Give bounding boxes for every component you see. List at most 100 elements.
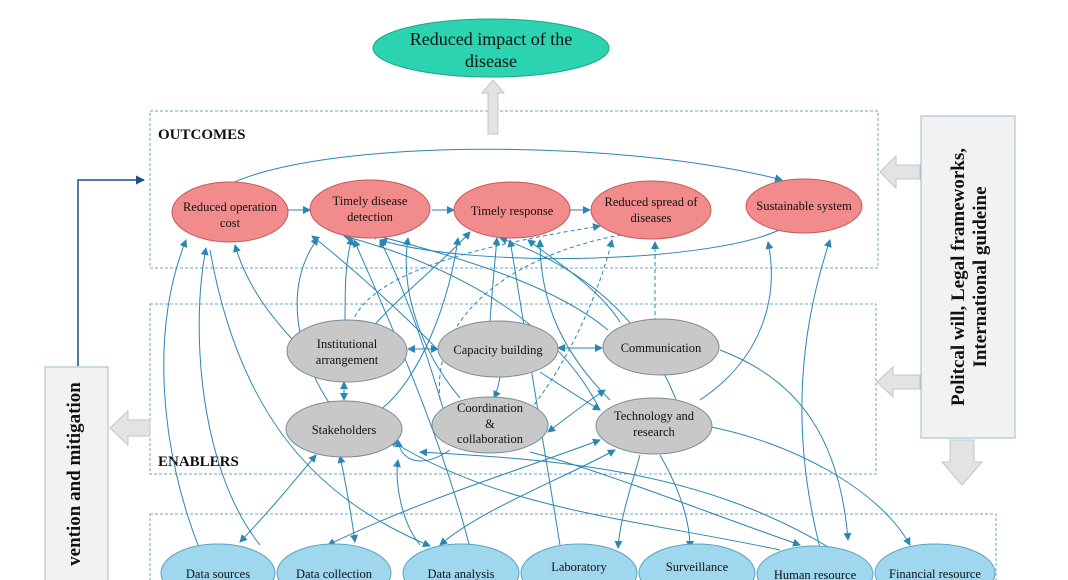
svg-text:Financial resource: Financial resource bbox=[889, 567, 981, 580]
svg-text:Data analysis: Data analysis bbox=[428, 567, 495, 580]
svg-text:research: research bbox=[633, 425, 675, 439]
edge bbox=[493, 376, 501, 399]
edge bbox=[389, 439, 781, 551]
edge bbox=[489, 237, 501, 323]
edge bbox=[233, 244, 294, 341]
outcome-sustainable: Sustainable system bbox=[745, 178, 863, 234]
svg-text:Timely response: Timely response bbox=[471, 204, 554, 218]
resource-surveillance: Surveillance bbox=[638, 543, 756, 580]
edge bbox=[239, 454, 317, 543]
svg-text:Capacity building: Capacity building bbox=[453, 343, 543, 357]
edge bbox=[507, 239, 561, 546]
outcome-reduced-cost: Reduced operation cost bbox=[171, 181, 289, 243]
outcomes-frame bbox=[149, 110, 879, 269]
edge bbox=[198, 247, 261, 546]
svg-text:detection: detection bbox=[347, 210, 394, 224]
edge bbox=[719, 349, 852, 541]
enabler-coordination: Coordination & collaboration bbox=[431, 396, 549, 454]
edge bbox=[539, 371, 601, 411]
edge bbox=[369, 231, 471, 331]
resource-laboratory: Laboratory bbox=[520, 543, 638, 580]
enabler-stakeholders: Stakeholders bbox=[285, 400, 403, 458]
svg-text:vention and mitigation: vention and mitigation bbox=[64, 382, 85, 566]
outcomes-label: OUTCOMES bbox=[158, 127, 246, 143]
svg-text:arrangement: arrangement bbox=[316, 353, 379, 367]
edge bbox=[536, 239, 611, 401]
svg-text:&: & bbox=[485, 417, 495, 431]
edge bbox=[419, 448, 831, 549]
edge bbox=[438, 228, 641, 401]
svg-text:Reduced operation: Reduced operation bbox=[183, 200, 278, 214]
enablers-label: ENABLERS bbox=[158, 454, 239, 470]
resource-data-analysis: Data analysis bbox=[402, 543, 520, 580]
edges bbox=[163, 148, 911, 551]
enabler-technology: Technology and research bbox=[595, 397, 713, 455]
edge bbox=[349, 223, 601, 331]
goal-up-arrow bbox=[480, 79, 506, 135]
svg-text:Surveillance: Surveillance bbox=[666, 560, 729, 574]
outcome-timely-detection: Timely disease detection bbox=[309, 179, 431, 239]
edge bbox=[353, 239, 471, 549]
left-out-arrow bbox=[109, 409, 151, 447]
goal-line2: disease bbox=[465, 51, 517, 71]
edge bbox=[337, 455, 359, 543]
edge bbox=[344, 237, 354, 326]
svg-text:Stakeholders: Stakeholders bbox=[312, 423, 377, 437]
prevention-text: vention and mitigation bbox=[64, 382, 85, 566]
resource-human: Human resource bbox=[756, 545, 874, 580]
edge bbox=[529, 451, 801, 547]
edge bbox=[369, 231, 609, 331]
edge bbox=[163, 239, 201, 551]
right-to-outcomes-arrow bbox=[879, 154, 921, 190]
edge bbox=[393, 459, 421, 546]
svg-text:diseases: diseases bbox=[631, 211, 672, 225]
resource-data-sources: Data sources bbox=[160, 543, 276, 580]
svg-text:Human resource: Human resource bbox=[774, 568, 857, 580]
edge bbox=[311, 235, 441, 353]
edge bbox=[614, 454, 641, 549]
svg-text:Data collection: Data collection bbox=[296, 567, 373, 580]
outcome-reduced-spread: Reduced spread of diseases bbox=[590, 180, 712, 240]
resource-data-collection: Data collection bbox=[276, 543, 392, 580]
edge bbox=[225, 148, 783, 187]
policy-text: Politcal will, Legal frameworks, Interna… bbox=[948, 148, 991, 406]
svg-text:Sustainable system: Sustainable system bbox=[756, 199, 852, 213]
policy-box bbox=[920, 115, 1016, 439]
edge bbox=[296, 237, 331, 405]
enablers-frame bbox=[149, 303, 877, 475]
edge bbox=[379, 227, 784, 260]
svg-text:Politcal will, Legal framework: Politcal will, Legal frameworks, bbox=[948, 148, 969, 406]
edge bbox=[699, 241, 774, 401]
edge bbox=[659, 454, 694, 549]
edge bbox=[529, 239, 615, 411]
edge bbox=[402, 237, 461, 399]
enabler-communication: Communication bbox=[602, 318, 720, 376]
outcome-timely-response: Timely response bbox=[453, 181, 571, 239]
goal-node: Reduced impact of the disease bbox=[372, 18, 610, 78]
svg-text:collaboration: collaboration bbox=[457, 432, 524, 446]
edge bbox=[439, 449, 616, 546]
svg-text:Reduced spread of: Reduced spread of bbox=[604, 195, 698, 209]
svg-text:Timely disease: Timely disease bbox=[333, 194, 408, 208]
edge bbox=[343, 233, 601, 411]
edge bbox=[209, 249, 431, 547]
right-to-enablers-arrow bbox=[876, 365, 921, 399]
svg-text:Communication: Communication bbox=[621, 341, 702, 355]
feedback-arrow bbox=[77, 175, 145, 366]
resource-financial: Financial resource bbox=[874, 543, 996, 580]
edge bbox=[379, 239, 446, 416]
enabler-capacity: Capacity building bbox=[437, 320, 559, 378]
edge bbox=[527, 239, 621, 323]
svg-text:Institutional: Institutional bbox=[317, 337, 378, 351]
svg-text:Technology and: Technology and bbox=[614, 409, 695, 423]
edge bbox=[379, 237, 462, 411]
edge bbox=[801, 239, 832, 549]
edge bbox=[327, 438, 601, 546]
goal-line1: Reduced impact of the bbox=[410, 29, 572, 49]
prevention-box bbox=[44, 366, 109, 580]
right-down-arrow bbox=[940, 439, 984, 486]
svg-text:Coordination: Coordination bbox=[457, 401, 524, 415]
svg-text:Laboratory: Laboratory bbox=[551, 560, 607, 574]
svg-text:Data sources: Data sources bbox=[186, 567, 250, 580]
